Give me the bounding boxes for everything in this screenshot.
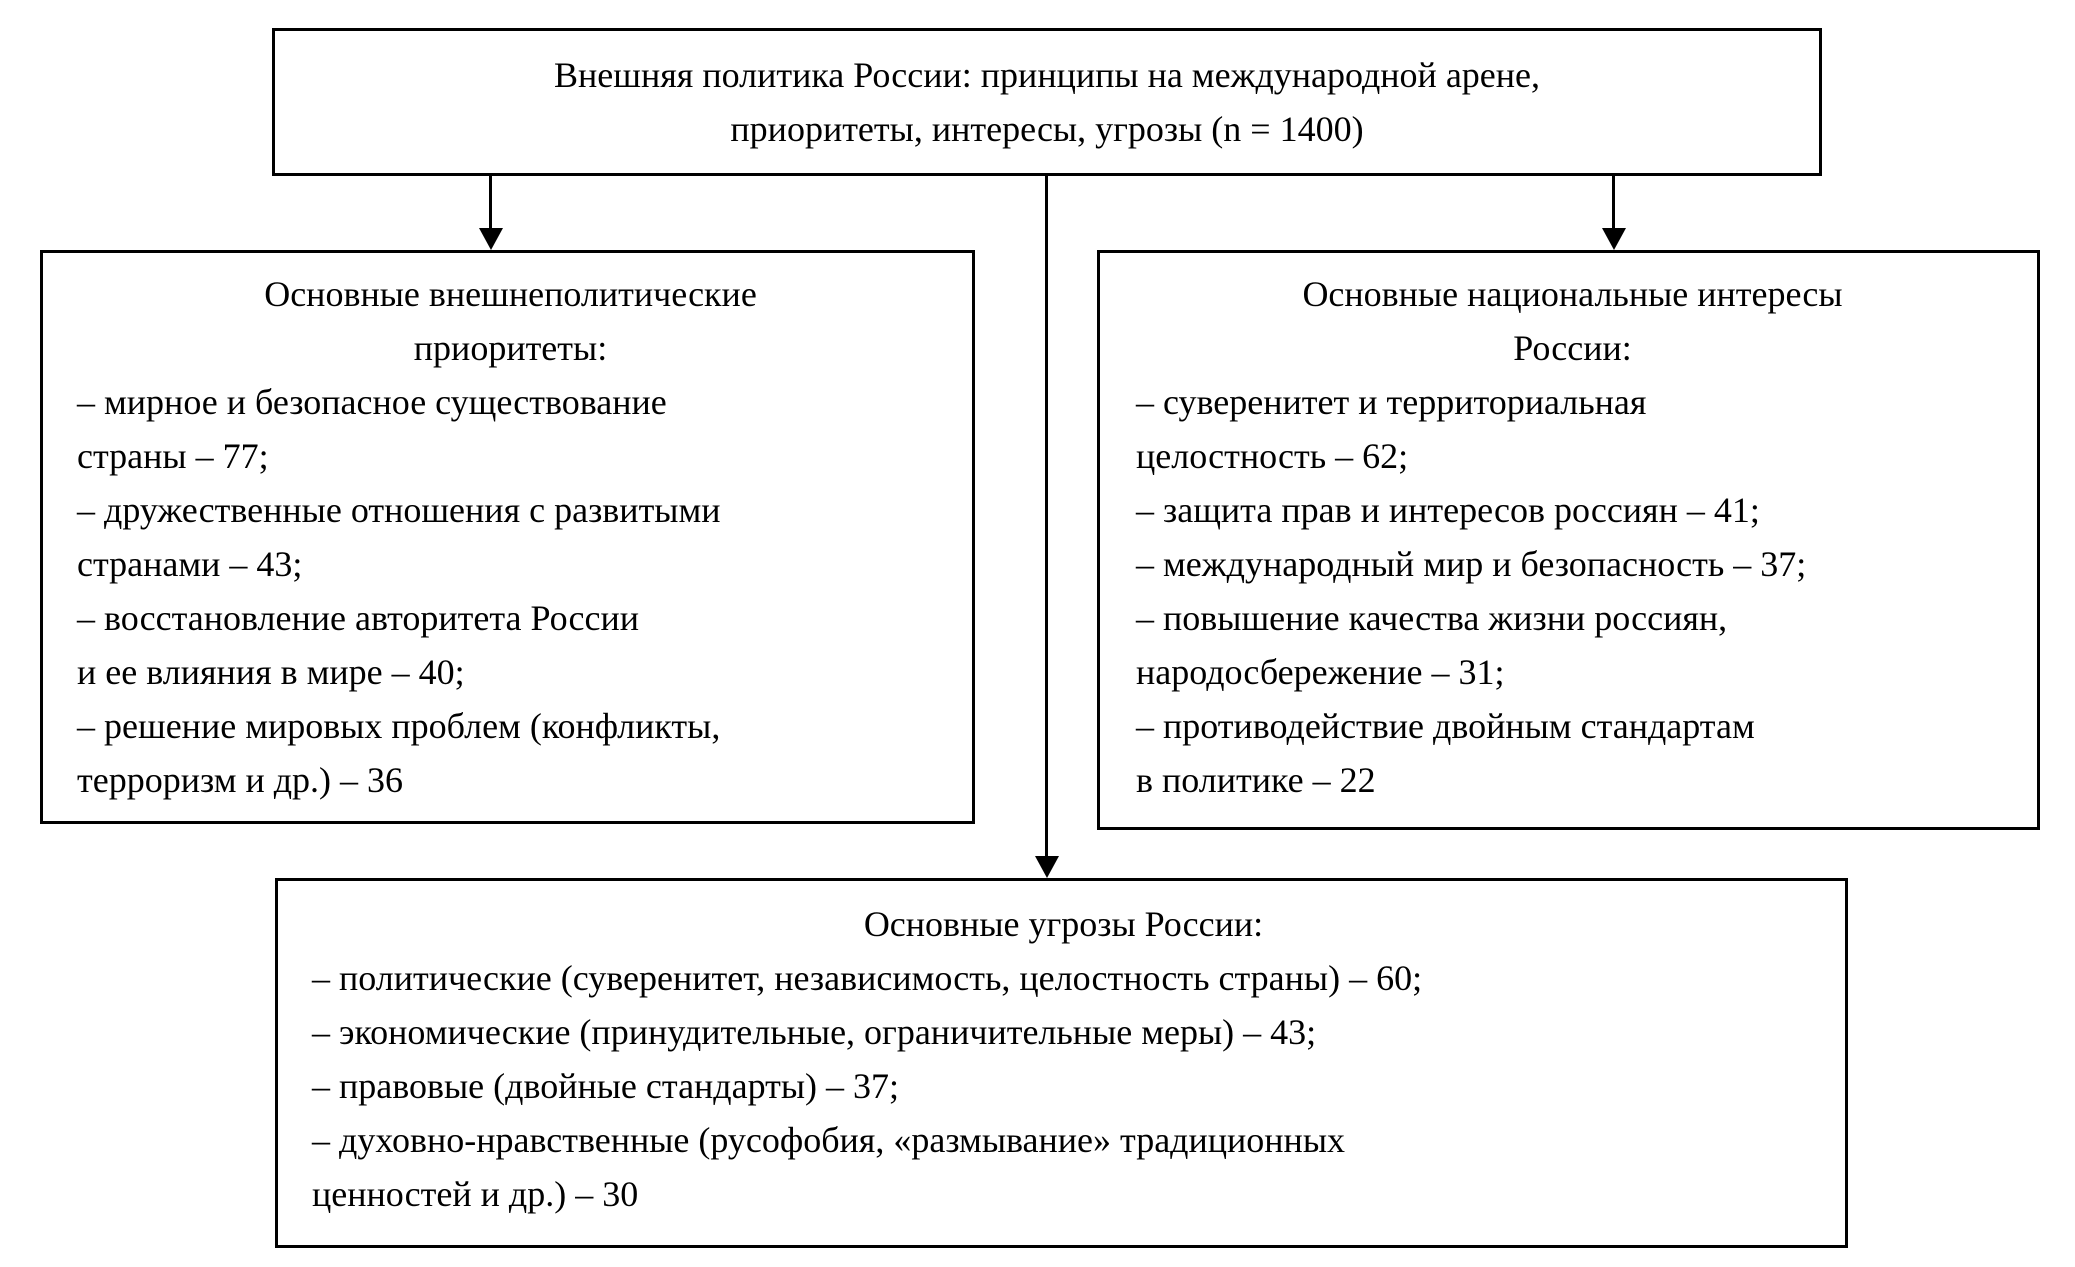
list-item: – дружественные отношения с развитыми ст… [77, 490, 721, 584]
list-item: – духовно-нравственные (русофобия, «разм… [312, 1120, 1346, 1214]
right-box-national-interests: Основные национальные интересы России: –… [1097, 250, 2040, 830]
list-item: – восстановление авторитета России и ее … [77, 598, 639, 692]
list-item: – политические (суверенитет, независимос… [312, 958, 1423, 998]
arrow-head-to-left-box [479, 228, 503, 250]
arrow-line-to-right-box [1612, 176, 1615, 230]
top-box: Внешняя политика России: принципы на меж… [272, 28, 1822, 176]
arrow-head-to-right-box [1602, 228, 1626, 250]
arrow-line-to-bottom-box [1045, 176, 1048, 858]
arrow-line-to-left-box [489, 176, 492, 230]
list-item: – международный мир и безопасность – 37; [1136, 544, 1807, 584]
left-box-foreign-policy-priorities: Основные внешнеполитические приоритеты: … [40, 250, 975, 824]
list-item: – мирное и безопасное существование стра… [77, 382, 667, 476]
list-item: – решение мировых проблем (конфликты, те… [77, 706, 721, 800]
list-item: – суверенитет и территориальная целостно… [1136, 382, 1647, 476]
right-box-title: Основные национальные интересы России: [1302, 274, 1843, 368]
list-item: – правовые (двойные стандарты) – 37; [312, 1066, 900, 1106]
left-box-title: Основные внешнеполитические приоритеты: [264, 274, 757, 368]
list-item: – противодействие двойным стандартам в п… [1136, 706, 1755, 800]
bottom-box-main-threats: Основные угрозы России: – политические (… [275, 878, 1848, 1248]
list-item: – защита прав и интересов россиян – 41; [1136, 490, 1760, 530]
bottom-box-title: Основные угрозы России: [863, 904, 1264, 944]
list-item: – экономические (принудительные, огранич… [312, 1012, 1317, 1052]
top-box-text: Внешняя политика России: принципы на меж… [553, 55, 1541, 149]
arrow-head-to-bottom-box [1035, 856, 1059, 878]
list-item: – повышение качества жизни россиян, наро… [1136, 598, 1728, 692]
